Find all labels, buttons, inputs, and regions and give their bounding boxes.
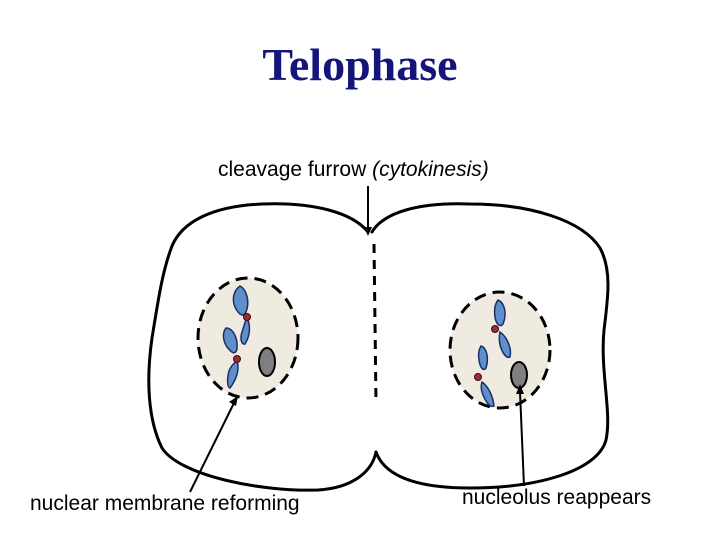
cleavage-furrow-text: cleavage furrow: [218, 158, 373, 181]
chromosome: [226, 359, 239, 389]
centromere: [491, 325, 499, 333]
division-line: [372, 243, 378, 403]
left-cell-outline: [147, 202, 378, 492]
chromosome: [232, 285, 249, 316]
nucleolus-arrow: [516, 384, 525, 487]
left-nucleolus: [258, 347, 276, 377]
chromosome: [480, 380, 495, 408]
right-cell-outline: [370, 202, 610, 490]
chromosome: [222, 327, 238, 354]
left-chromosomes: [222, 285, 251, 389]
cleavage-furrow-label: cleavage furrow (cytokinesis): [218, 158, 489, 182]
cytokinesis-text: (cytokinesis): [372, 158, 489, 181]
centromere: [243, 313, 251, 321]
chromosome: [477, 345, 489, 371]
nuclear-membrane-label: nuclear membrane reforming: [30, 492, 300, 515]
chromosome: [498, 330, 512, 359]
chromosome: [240, 316, 251, 345]
right-nucleolus: [510, 361, 528, 389]
membrane-arrow: [189, 396, 238, 493]
right-chromosomes: [474, 299, 512, 408]
slide-title: Telophase: [262, 39, 458, 90]
furrow-arrow: [364, 186, 372, 236]
centromere: [474, 373, 482, 381]
nucleolus-label: nucleolus reappears: [462, 486, 652, 509]
chromosome: [493, 299, 506, 327]
centromere: [233, 355, 241, 363]
